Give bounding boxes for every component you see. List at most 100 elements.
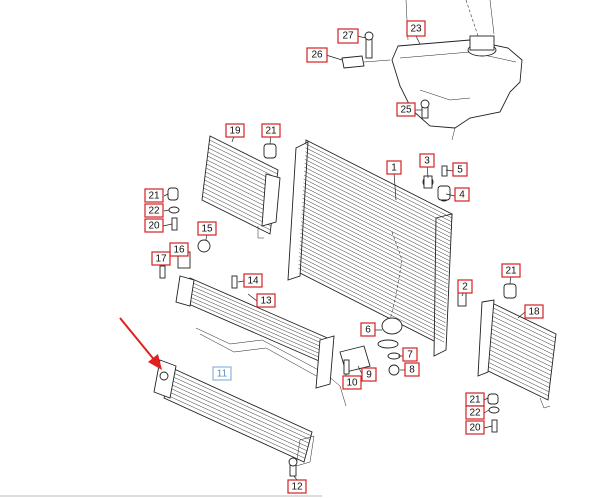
radiator-fin xyxy=(299,248,446,323)
callout-8[interactable]: 8 xyxy=(404,362,420,377)
callout-3[interactable]: 3 xyxy=(419,153,435,168)
radiator-fin xyxy=(209,139,278,175)
callout-10[interactable]: 10 xyxy=(342,375,362,390)
radiator-fin xyxy=(300,236,447,312)
radiator-fin xyxy=(185,294,328,358)
callout-20[interactable]: 20 xyxy=(144,218,164,233)
radiator-fin xyxy=(304,163,451,238)
callout-label: 21 xyxy=(148,191,160,202)
callout-21-left[interactable]: 21 xyxy=(144,188,164,203)
callout-label: 21 xyxy=(505,266,517,277)
callout-21-top[interactable]: 21 xyxy=(261,123,281,138)
callout-23[interactable]: 23 xyxy=(406,20,426,37)
radiator-fin xyxy=(164,394,306,459)
callout-21-right[interactable]: 21 xyxy=(501,263,521,278)
left-aux-radiator xyxy=(201,135,281,239)
radiator-fin xyxy=(206,159,276,195)
radiator-fin xyxy=(207,155,276,191)
radiator-fin xyxy=(486,326,554,359)
callout-15[interactable]: 15 xyxy=(197,221,217,236)
right-aux-radiator xyxy=(477,299,557,409)
callout-1[interactable]: 1 xyxy=(386,160,402,175)
callout-26[interactable]: 26 xyxy=(306,47,328,63)
callout-17[interactable]: 17 xyxy=(151,251,171,266)
tank-sensor xyxy=(341,31,391,69)
callout-14[interactable]: 14 xyxy=(243,273,263,288)
radiator-fin xyxy=(168,379,310,444)
oil-cooler-13 xyxy=(175,275,347,407)
callout-22-bottom[interactable]: 22 xyxy=(465,405,485,420)
radiator-fin xyxy=(205,167,275,203)
radiator-fin xyxy=(299,240,446,316)
radiator-fin xyxy=(301,217,448,292)
callout-label: 7 xyxy=(407,350,413,361)
radiator-fin xyxy=(301,205,449,281)
radiator-fin xyxy=(205,171,274,207)
radiator-fin xyxy=(487,318,555,351)
radiator-fin xyxy=(299,244,446,320)
radiator-fin xyxy=(485,334,553,368)
radiator-fin xyxy=(486,330,553,364)
radiator-fin xyxy=(300,229,447,304)
callout-label: 19 xyxy=(229,126,241,137)
callout-label: 9 xyxy=(366,370,372,381)
callout-13[interactable]: 13 xyxy=(256,293,276,308)
callout-label: 15 xyxy=(201,224,213,235)
radiator-fin xyxy=(488,310,556,343)
callout-5[interactable]: 5 xyxy=(452,162,468,177)
callout-label: 11 xyxy=(217,369,228,380)
callout-19[interactable]: 19 xyxy=(225,123,245,138)
callout-27[interactable]: 27 xyxy=(337,28,359,44)
radiator-fin xyxy=(204,175,274,211)
callout-16[interactable]: 16 xyxy=(169,242,189,257)
radiator-fin xyxy=(484,347,551,380)
radiator-fin xyxy=(203,187,272,223)
radiator-fin xyxy=(302,201,449,277)
radiator-fin xyxy=(189,281,332,344)
callout-6[interactable]: 6 xyxy=(360,322,376,337)
radiator-fin xyxy=(487,322,554,355)
red-arrow-icon xyxy=(119,317,162,370)
radiator-fin xyxy=(484,343,552,376)
radiator-fin xyxy=(489,305,556,339)
callout-label: 5 xyxy=(457,165,463,176)
callout-22[interactable]: 22 xyxy=(144,203,164,218)
radiator-fin xyxy=(208,147,277,183)
radiator-fin xyxy=(206,163,275,199)
radiator-fin xyxy=(301,209,448,285)
callout-11[interactable]: 11 xyxy=(212,366,232,381)
radiator-fin xyxy=(170,371,312,436)
callout-25[interactable]: 25 xyxy=(396,102,416,117)
callout-label: 4 xyxy=(459,190,465,201)
callout-label: 20 xyxy=(469,423,481,434)
callout-18[interactable]: 18 xyxy=(524,304,544,319)
callout-label: 23 xyxy=(410,24,422,35)
radiator-fin xyxy=(303,174,450,250)
tank-bolt xyxy=(420,99,430,119)
callout-20-bottom[interactable]: 20 xyxy=(465,420,485,435)
callout-2[interactable]: 2 xyxy=(457,279,473,294)
radiator-fin xyxy=(298,256,446,331)
callout-label: 16 xyxy=(173,245,185,256)
callout-label: 18 xyxy=(528,307,540,318)
radiator-fin xyxy=(483,351,551,384)
radiator-fin xyxy=(483,355,550,388)
radiator-fin xyxy=(303,178,450,254)
callout-7[interactable]: 7 xyxy=(402,347,418,362)
callout-4[interactable]: 4 xyxy=(454,187,470,202)
callout-label: 8 xyxy=(409,365,415,376)
radiator-fin xyxy=(202,195,271,231)
callout-label: 20 xyxy=(148,221,160,232)
callout-9[interactable]: 9 xyxy=(361,367,377,382)
radiator-fin xyxy=(305,143,452,219)
callout-label: 26 xyxy=(311,50,323,61)
callout-21-bottom[interactable]: 21 xyxy=(465,392,485,407)
callout-12[interactable]: 12 xyxy=(287,479,307,494)
radiator-fin xyxy=(485,338,552,372)
radiator-fin xyxy=(166,386,308,451)
callout-label: 14 xyxy=(247,276,259,287)
callout-label: 10 xyxy=(346,378,358,389)
radiator-fin xyxy=(208,143,278,179)
callout-label: 17 xyxy=(155,254,167,265)
radiator-fin xyxy=(207,151,277,187)
